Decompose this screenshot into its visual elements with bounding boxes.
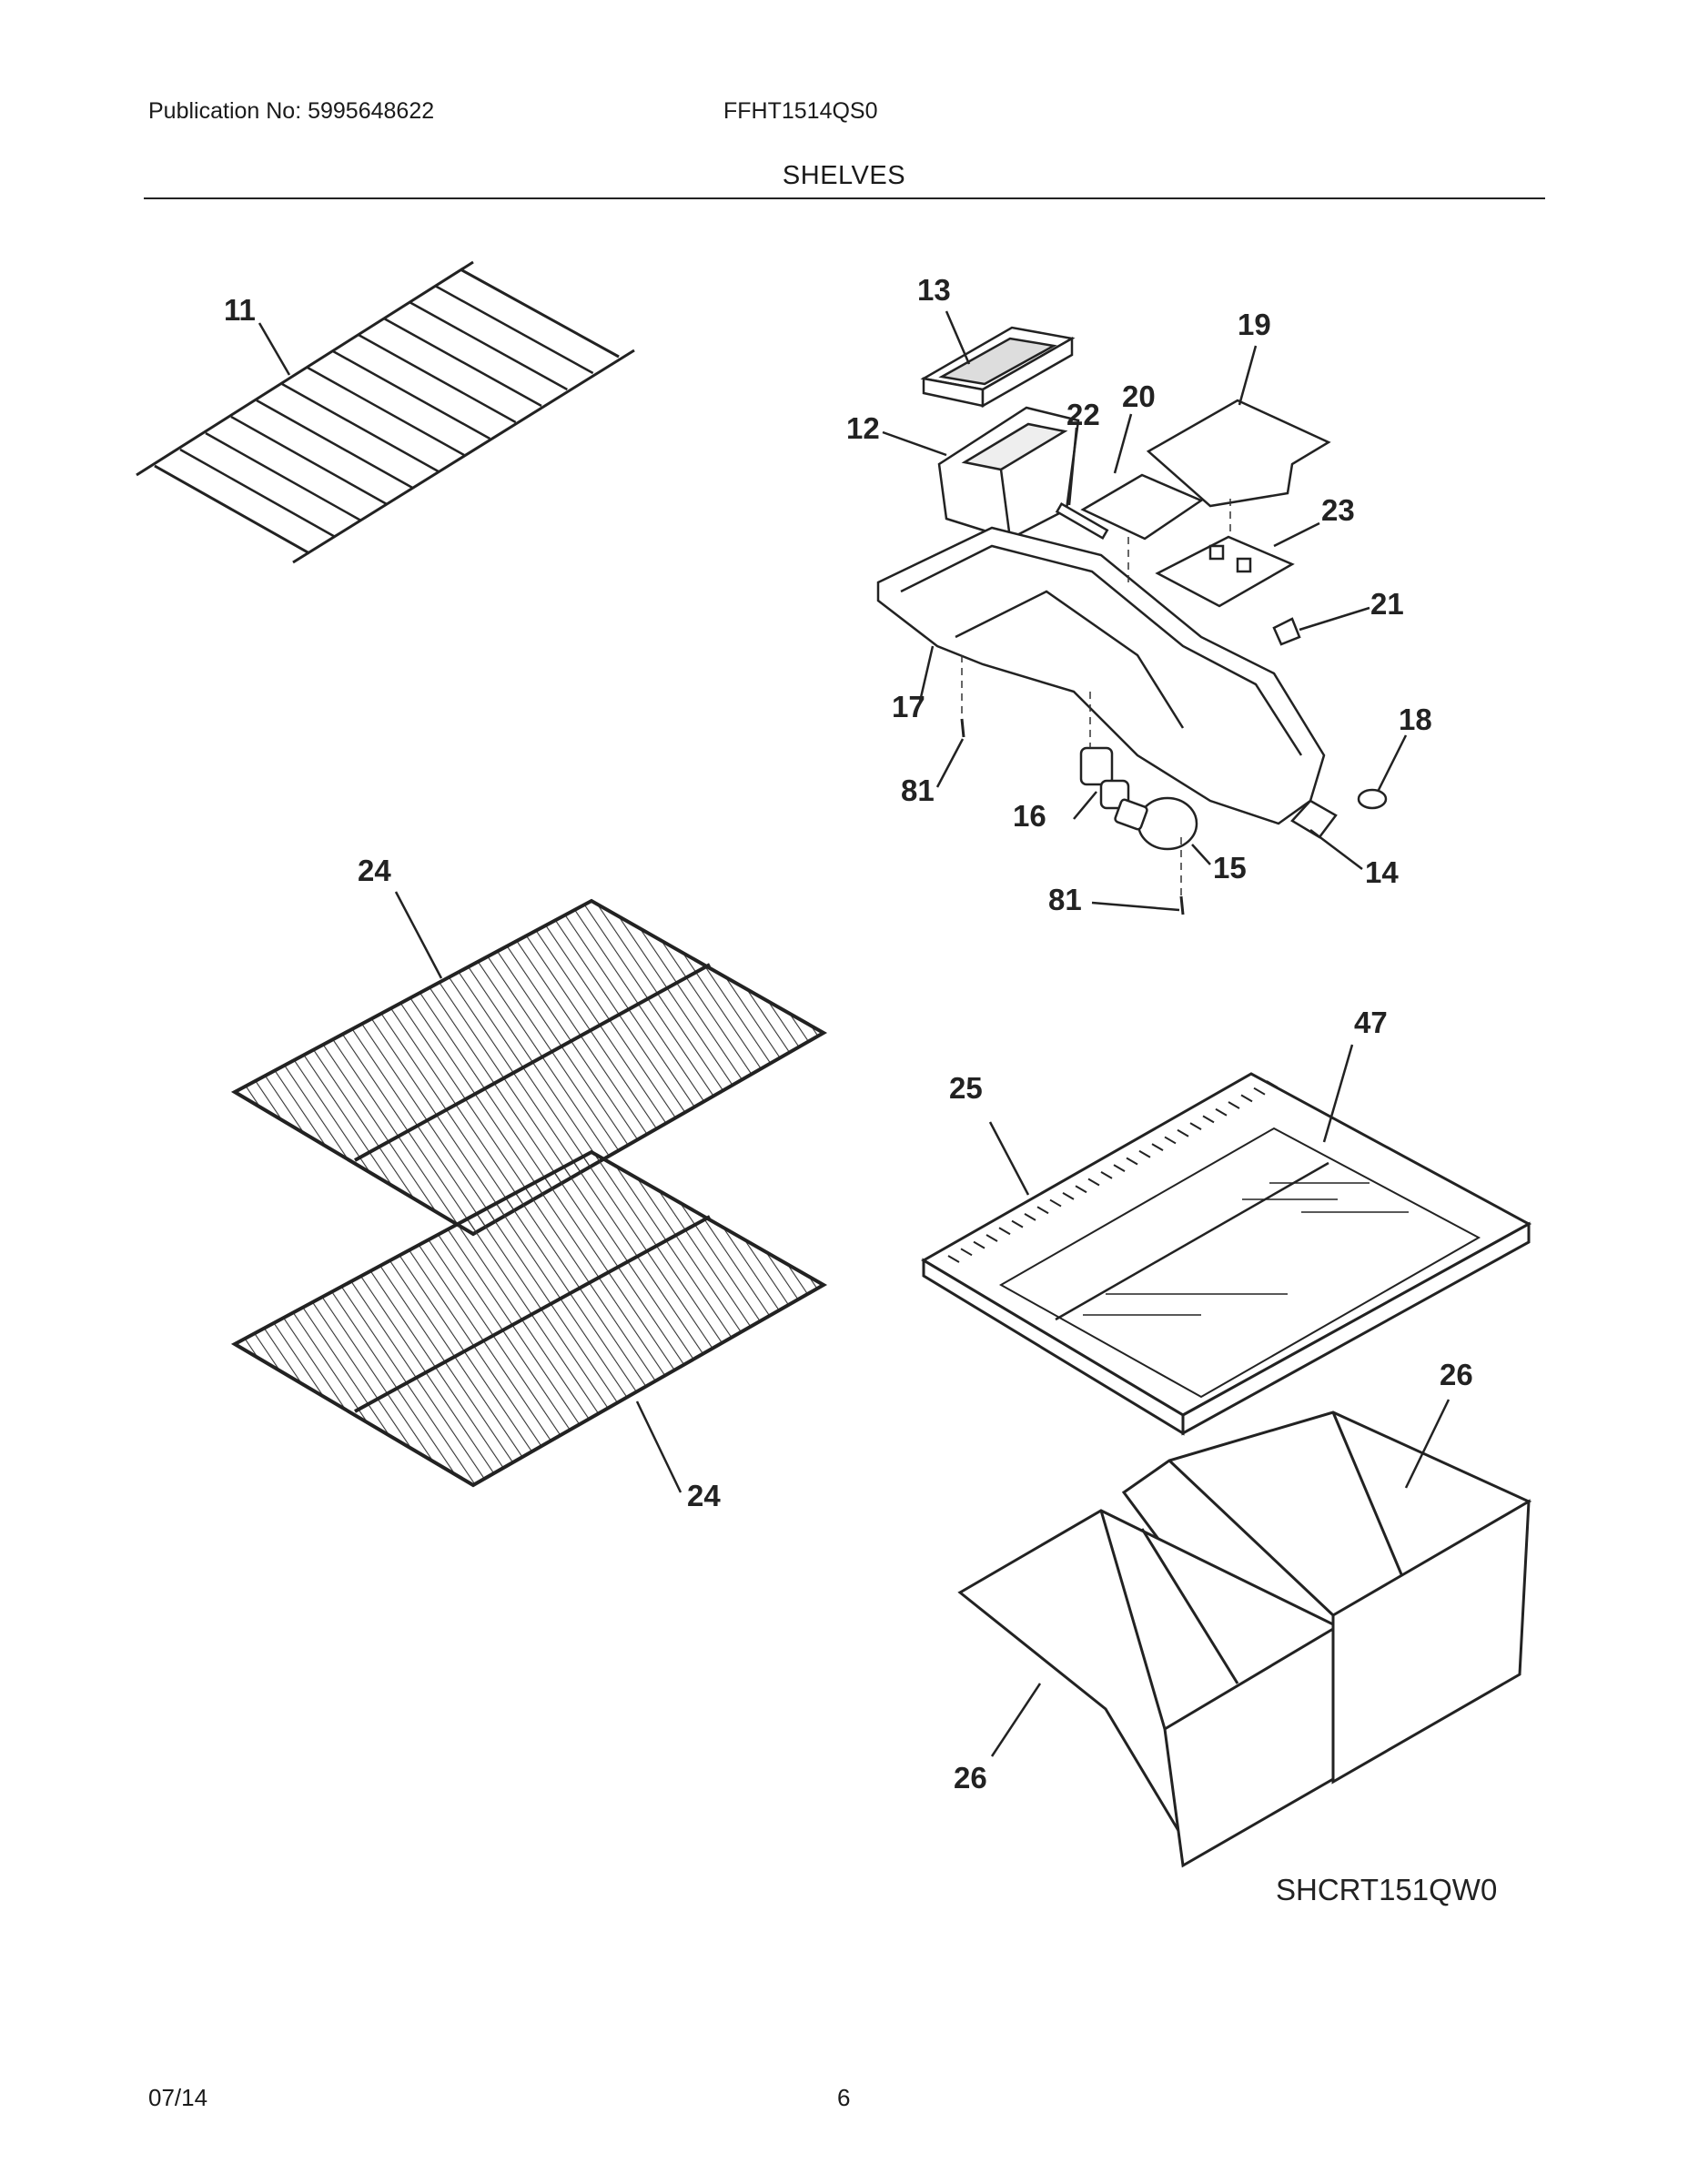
callout-13: 13 [917, 273, 951, 307]
shelf-11-rung [205, 431, 362, 522]
part-47-glass-insert [998, 1127, 1481, 1399]
vent-slot [1202, 1115, 1215, 1124]
callout-24-lower: 24 [687, 1479, 721, 1512]
diagram-code: SHCRT151QW0 [1276, 1873, 1498, 1906]
leader-lines [258, 310, 1450, 1757]
callout-24-upper: 24 [358, 854, 391, 887]
callout-81-upper: 81 [901, 774, 935, 807]
vent-slot [1113, 1164, 1126, 1173]
shelf-11-rung [434, 284, 594, 375]
assembly-guide-lines [961, 499, 1231, 896]
vent-slot [1062, 1192, 1075, 1200]
part-19-light-shield [1146, 399, 1331, 508]
callout-81-lower: 81 [1048, 883, 1082, 916]
part-23-control-board [1155, 535, 1295, 608]
shelf-11-rung [307, 366, 465, 457]
callout-23: 23 [1321, 493, 1355, 527]
callout-18: 18 [1399, 703, 1432, 736]
vent-slot [1087, 1178, 1100, 1187]
part-13-filter [920, 326, 1076, 409]
callout-12: 12 [846, 411, 880, 445]
callout-26-upper: 26 [1440, 1358, 1473, 1391]
vent-slot [1011, 1219, 1024, 1228]
part-25-vent-slots [947, 1080, 1279, 1263]
vent-slot [1177, 1128, 1189, 1138]
part-81-screws [960, 718, 1185, 915]
vent-slot [1100, 1170, 1113, 1179]
callout-47: 47 [1354, 1006, 1388, 1039]
shelf-11-rung [383, 317, 542, 408]
part-15-light-bulb [1114, 796, 1198, 851]
callout-11: 11 [224, 293, 256, 327]
part-22-connector [1055, 501, 1109, 541]
part-21-clip [1272, 617, 1301, 646]
part-14-switch [1290, 799, 1338, 839]
shelf-11-rung [332, 349, 490, 440]
vent-slot [1189, 1122, 1202, 1130]
part-26-crisper-drawer-left [957, 1509, 1335, 1868]
publication-number: Publication No: 5995648622 [148, 98, 435, 124]
callout-labels: 11 12 13 14 15 16 17 18 19 20 21 22 23 2… [224, 273, 1473, 1795]
callout-16: 16 [1013, 799, 1046, 833]
vent-slot [1215, 1107, 1228, 1117]
vent-slot [1228, 1101, 1240, 1109]
callout-21: 21 [1370, 587, 1404, 621]
part-24-wire-shelf-upper [230, 898, 828, 1237]
part-24-wire-shelf-lower [230, 1149, 828, 1488]
vent-slot [1024, 1213, 1036, 1221]
shelf-11-rung [460, 268, 620, 359]
part-11-wire-shelf [136, 260, 635, 564]
vent-slot [947, 1255, 960, 1263]
page-number: 6 [837, 2084, 851, 2111]
header-rule [144, 197, 1545, 199]
vent-slot [1253, 1087, 1266, 1096]
vent-slot [1036, 1206, 1049, 1215]
vent-slot [998, 1227, 1011, 1236]
vent-slot [1126, 1157, 1138, 1166]
callout-19: 19 [1238, 308, 1271, 341]
vent-slot [1075, 1185, 1087, 1194]
shelf-11-rung [256, 399, 413, 490]
part-12-filter-housing [937, 406, 1080, 541]
vent-slot [960, 1248, 973, 1257]
shelf-11-rung [409, 300, 568, 391]
model-number: FFHT1514QS0 [723, 98, 878, 124]
vent-slot [1151, 1143, 1164, 1151]
callout-26-lower: 26 [954, 1761, 987, 1795]
vent-slot [1138, 1149, 1151, 1158]
shelf-11-rung [230, 415, 388, 506]
section-title: SHELVES [782, 161, 906, 190]
callout-17: 17 [892, 690, 925, 723]
callout-14: 14 [1365, 855, 1399, 889]
vent-slot [1164, 1136, 1177, 1145]
shelf-11-rung [154, 464, 310, 555]
part-16-socket [1079, 746, 1130, 810]
part-18-button [1357, 788, 1388, 810]
vent-slot [1240, 1094, 1253, 1103]
vent-slot [1049, 1198, 1062, 1208]
callout-15: 15 [1213, 851, 1247, 885]
callout-25: 25 [949, 1071, 983, 1105]
vent-slot [1266, 1080, 1279, 1088]
part-17-crisper-housing [876, 526, 1326, 825]
callout-22: 22 [1066, 398, 1100, 431]
vent-slot [973, 1240, 986, 1249]
footer-date: 07/14 [148, 2084, 208, 2111]
shelf-11-rung [179, 448, 336, 539]
shelf-11-rung [358, 333, 517, 424]
shelf-11-rung [281, 382, 440, 473]
vent-slot [986, 1234, 998, 1242]
callout-20: 20 [1122, 379, 1156, 413]
part-20-cover-plate [1080, 473, 1204, 541]
